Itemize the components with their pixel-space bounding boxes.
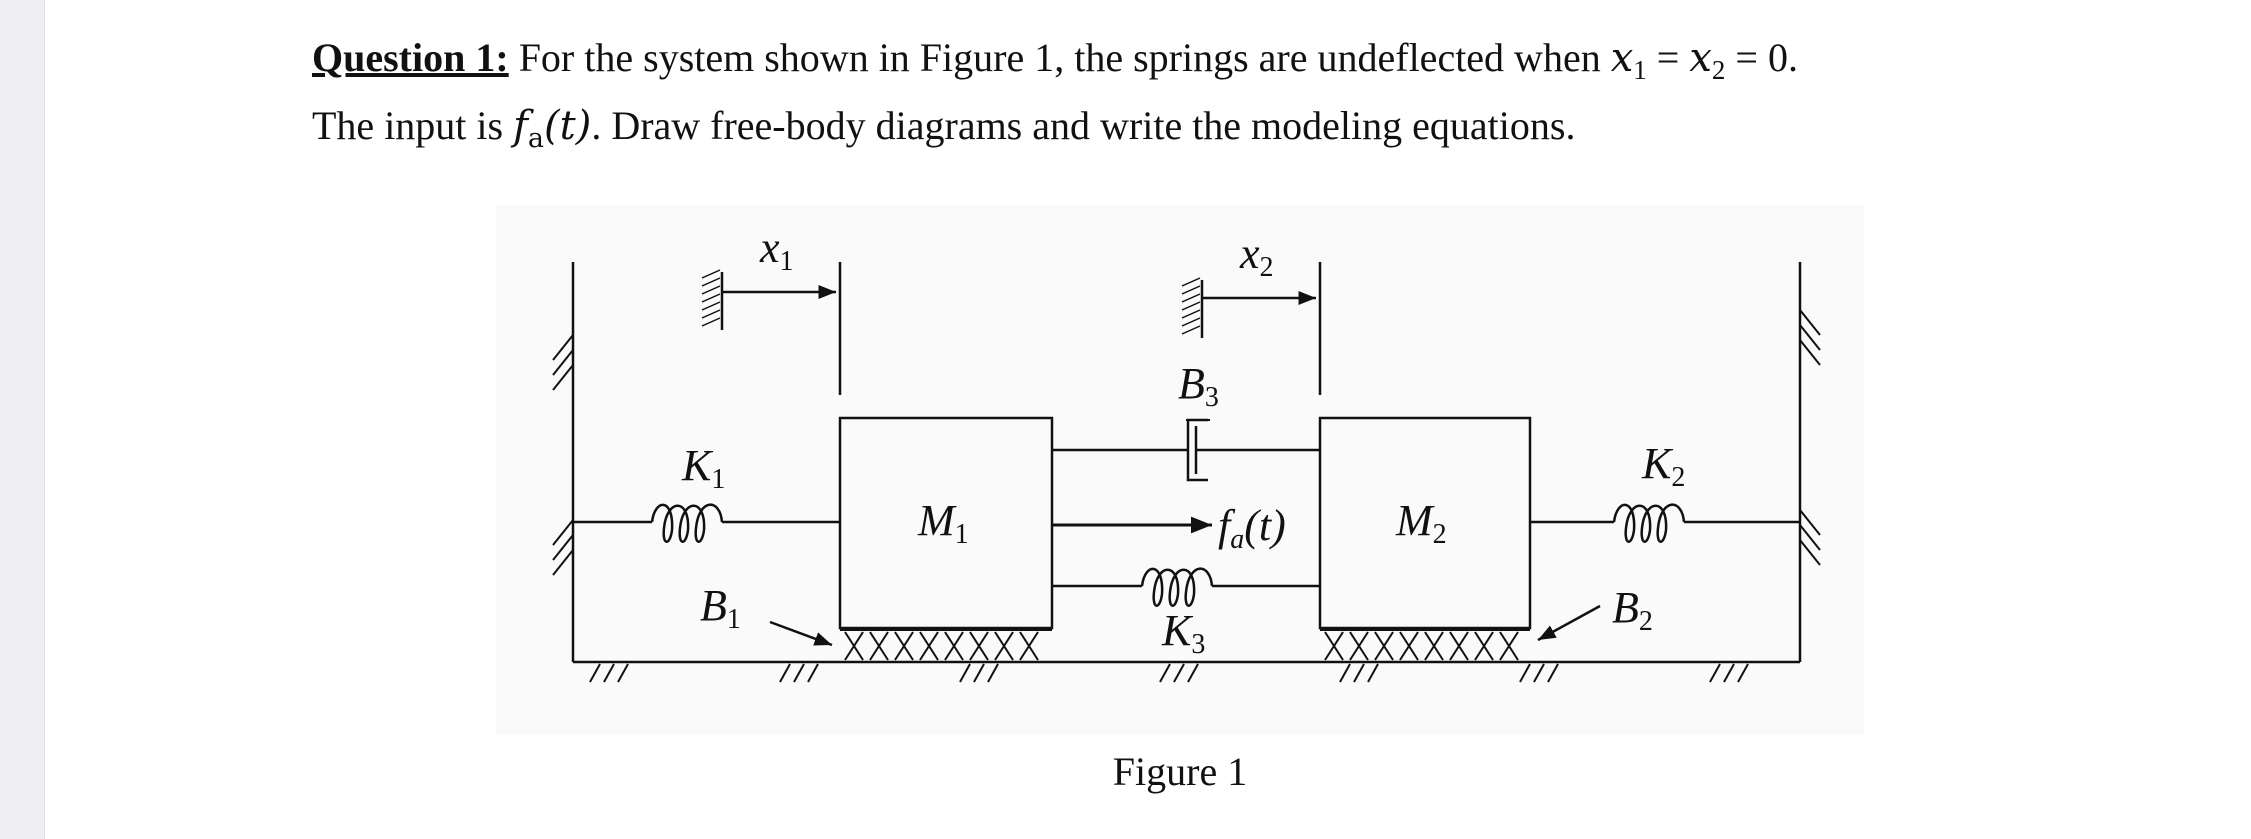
question-label: Question 1: — [312, 35, 509, 80]
question-line2-suffix: . Draw free-body diagrams and write the … — [591, 103, 1576, 148]
left-wall-hatch — [552, 334, 574, 576]
var-x1-sub: 1 — [1633, 55, 1647, 85]
spring-k1 — [573, 503, 840, 543]
question-line2-prefix: The input is — [312, 103, 514, 148]
question-line-2: The input is fa(t). Draw free-body diagr… — [312, 98, 2172, 166]
label-b1: B1 — [700, 581, 741, 635]
figure-caption: Figure 1 — [1112, 749, 1248, 794]
var-x2: x — [1689, 35, 1712, 81]
label-k3: K3 — [1161, 606, 1205, 660]
label-m2: M2 — [1395, 496, 1447, 550]
var-f: f — [513, 103, 528, 149]
equals-sign: = — [1646, 35, 1690, 80]
label-fa: fa(t) — [1218, 501, 1286, 555]
damper-b3 — [1052, 418, 1320, 482]
label-k1: K1 — [681, 441, 725, 495]
b1-leader-arrow — [769, 620, 833, 647]
label-b2: B2 — [1612, 583, 1653, 637]
var-x2-sub: 2 — [1711, 55, 1726, 85]
b2-leader-arrow — [1537, 604, 1601, 642]
label-x1: x1 — [759, 223, 794, 277]
damper-b2-friction-layer — [1320, 629, 1530, 661]
spring-k2 — [1530, 503, 1800, 543]
var-x1: x — [1610, 35, 1634, 81]
equals-zero: = 0. — [1725, 35, 1798, 80]
label-b3: B3 — [1178, 359, 1219, 413]
spring-k3 — [1052, 567, 1320, 607]
right-wall-hatch — [1799, 309, 1821, 566]
label-m1: M1 — [917, 496, 969, 550]
question-line1-text: For the system shown in Figure 1, the sp… — [508, 35, 1611, 80]
displacement-x1-indicator — [701, 262, 842, 395]
question-line-1: Question 1: For the system shown in Figu… — [312, 30, 2172, 98]
displacement-x2-indicator — [1181, 262, 1322, 395]
var-f-sub: a — [527, 123, 545, 154]
label-k2: K2 — [1641, 439, 1685, 493]
figure-1-panel — [496, 205, 1864, 735]
viewer-left-margin — [0, 0, 45, 839]
question-text: Question 1: For the system shown in Figu… — [312, 30, 2172, 166]
ground-hatch — [589, 663, 1749, 683]
damper-b1-friction-layer — [840, 629, 1052, 661]
label-x2: x2 — [1239, 229, 1274, 283]
var-f-arg: (t) — [544, 103, 592, 149]
